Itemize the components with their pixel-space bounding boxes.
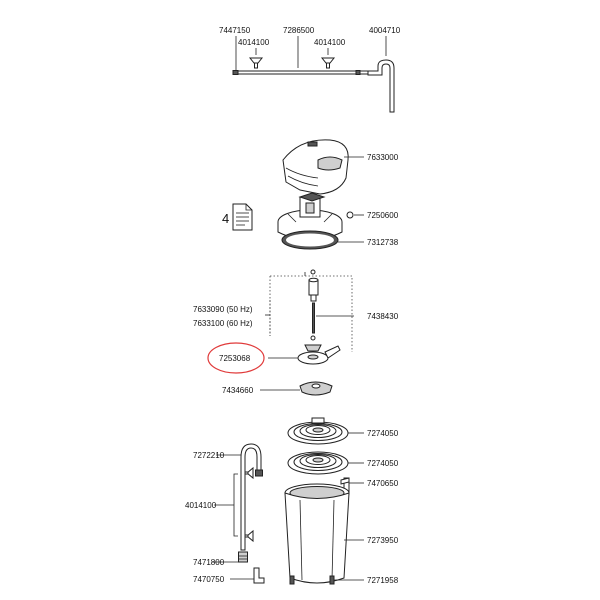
suction-cup-icon	[248, 57, 264, 69]
label-4014100-intake: 4014100	[185, 501, 217, 510]
label-7470750: 7470750	[193, 575, 225, 584]
label-7633000: 7633000	[367, 153, 399, 162]
label-7253068: 7253068	[219, 354, 251, 363]
impeller-shaft	[312, 302, 315, 334]
label-7273950: 7273950	[367, 536, 399, 545]
filter-tray-upper	[287, 417, 349, 445]
impeller-magnet	[308, 277, 319, 302]
pump-head-housing	[282, 139, 349, 195]
manual-number: 4	[222, 211, 229, 226]
label-4014100-right: 4014100	[314, 38, 346, 47]
canister-body	[284, 483, 350, 585]
document-icon	[232, 203, 253, 231]
suction-cup-icon	[244, 466, 254, 480]
impeller-bearing-ring	[299, 381, 333, 396]
hose-elbow-connector	[253, 567, 265, 584]
label-7274050-lower: 7274050	[367, 459, 399, 468]
highlight-circle	[207, 342, 265, 374]
spray-bar-group: 7447150 7286500 4004710 4014100 4014100	[219, 26, 401, 113]
label-7286500: 7286500	[283, 26, 315, 35]
label-7272210: 7272210	[193, 451, 225, 460]
pump-head-group: 7633000 4 7250600	[222, 139, 399, 250]
label-7274050-upper: 7274050	[367, 429, 399, 438]
label-7438430: 7438430	[367, 312, 399, 321]
filter-tray-lower	[287, 451, 349, 475]
label-7470650: 7470650	[367, 479, 399, 488]
canister-group: 7274050 7274050 7470650 727	[185, 417, 399, 585]
suction-cup-icon	[244, 529, 254, 543]
label-7471800: 7471800	[193, 558, 225, 567]
suction-cup-icon	[320, 57, 336, 69]
impeller-cover	[297, 345, 341, 365]
lid-sealing-ring	[281, 230, 339, 250]
label-7271958: 7271958	[367, 576, 399, 585]
label-7633100-60hz: 7633100 (60 Hz)	[193, 319, 253, 328]
label-4004710: 4004710	[369, 26, 401, 35]
label-7312738: 7312738	[367, 238, 399, 247]
impeller-group: 7633090 (50 Hz) 7633100 (60 Hz) 7438430 …	[193, 269, 399, 396]
label-7447150: 7447150	[219, 26, 251, 35]
label-7434660: 7434660	[222, 386, 254, 395]
outlet-elbow-pipe	[367, 59, 395, 113]
o-ring-small	[346, 211, 354, 219]
label-7250600: 7250600	[367, 211, 399, 220]
intake-strainer	[238, 551, 248, 563]
label-4014100-left: 4014100	[238, 38, 270, 47]
label-7633090-50hz: 7633090 (50 Hz)	[193, 305, 253, 314]
spray-bar-tube	[232, 70, 369, 75]
